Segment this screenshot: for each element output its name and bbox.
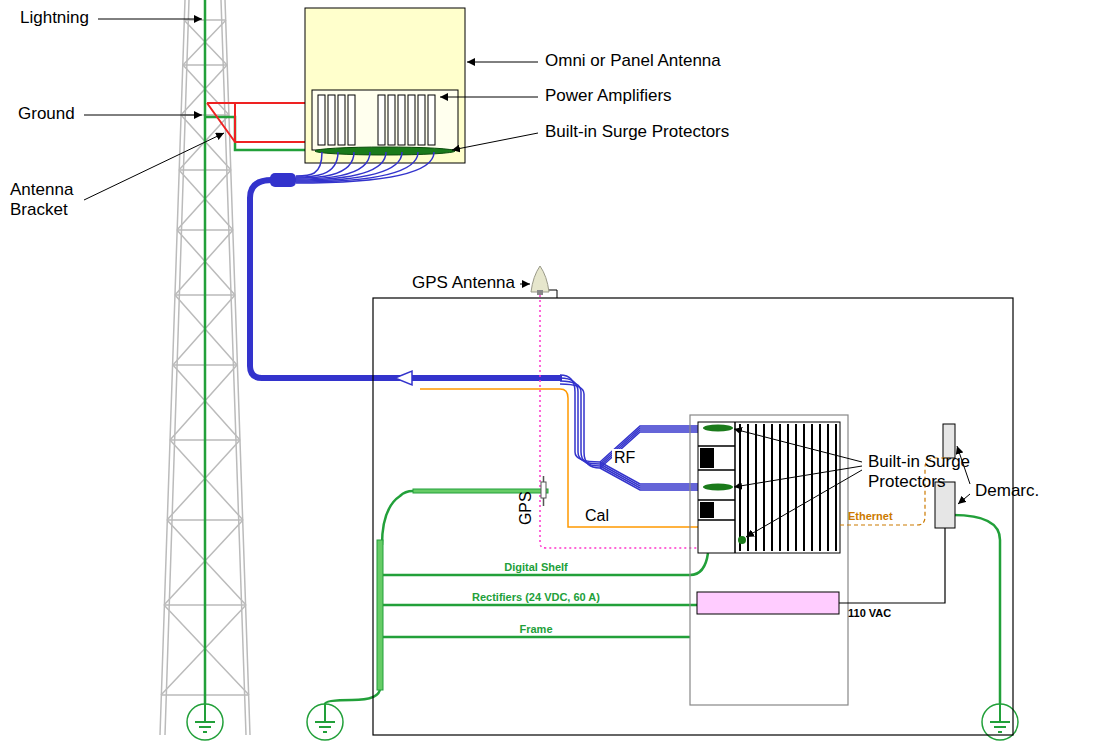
rf-feeder-cables-part-part xyxy=(296,152,418,182)
callout-leaders-part xyxy=(84,115,202,116)
rf-feeder-cables xyxy=(250,152,698,490)
ground-bus-bar-part xyxy=(543,476,545,506)
callout-label: Power Amplifiers xyxy=(545,86,672,106)
antenna-housing-part-part xyxy=(408,95,415,145)
ground-wiring xyxy=(205,0,1000,704)
antenna-housing-part-part xyxy=(398,95,405,145)
rf-feeder-cables-part-part xyxy=(296,152,338,177)
gps-antenna-icon-part xyxy=(537,290,543,295)
ground-wiring-part xyxy=(382,491,413,545)
ground-wire-label: Rectifiers (24 VDC, 60 A) xyxy=(472,591,600,604)
ground-wiring-part xyxy=(383,604,697,607)
base-station-rack xyxy=(690,415,848,705)
cable-label: 110 VAC xyxy=(848,607,891,620)
base-station-rack-part xyxy=(697,592,839,614)
gps-antenna-icon-part xyxy=(531,266,549,292)
antenna-housing-part-part xyxy=(388,95,395,145)
base-station-rack-part xyxy=(703,425,733,432)
rf-feeder-cables-part-part xyxy=(560,384,600,468)
rf-feeder-cables-part-part xyxy=(600,466,698,488)
base-station-rack-part xyxy=(703,484,733,491)
ground-wiring-part xyxy=(383,553,708,575)
callout-label: Demarc. xyxy=(975,481,1039,501)
base-station-rack-part xyxy=(700,502,714,518)
rf-feeder-cables-part xyxy=(270,173,296,187)
rf-feeder-cables-part-part xyxy=(600,432,698,468)
callout-leaders-part xyxy=(958,494,970,504)
callout-label: Lightning xyxy=(20,8,89,28)
callout-leaders-part xyxy=(734,429,862,462)
antenna-housing-part-part xyxy=(378,95,385,145)
signal-name: RF xyxy=(612,449,637,467)
base-station-rack-part xyxy=(738,536,746,544)
ground-symbol xyxy=(307,704,343,740)
ground-wire-label: Frame xyxy=(519,623,552,636)
signal-name: Cal xyxy=(585,507,609,525)
ground-wire-label: Digital Shelf xyxy=(504,561,568,574)
callout-leaders-part xyxy=(734,466,862,487)
ground-bus-bar-part xyxy=(541,482,546,498)
callout-leaders-part xyxy=(746,470,862,537)
ground-wiring-part xyxy=(204,0,207,704)
rf-feeder-cables-part-part xyxy=(296,152,322,176)
antenna-housing xyxy=(305,8,465,163)
equipment-shelter xyxy=(373,298,1013,735)
rf-feeder-cables-part-part xyxy=(296,152,386,180)
base-station-rack-part xyxy=(698,422,735,553)
antenna-housing-part-part xyxy=(318,95,325,145)
rf-feeder-cables-part-part xyxy=(600,468,698,490)
ground-bus-bar xyxy=(377,476,548,690)
rf-feeder-cables-part-part xyxy=(296,152,402,181)
antenna-housing-part xyxy=(305,8,465,163)
base-station-rack-part xyxy=(690,415,848,705)
signal-name: GPS xyxy=(517,491,535,525)
callout-leaders-part xyxy=(84,133,224,200)
ground-wiring-part xyxy=(953,515,1000,704)
antenna-housing-part-part xyxy=(338,95,345,145)
ground-bus-bar-part xyxy=(377,540,383,690)
antenna-housing-part-part xyxy=(418,95,425,145)
antenna-housing-part-part xyxy=(428,95,435,145)
antenna-bracket xyxy=(207,103,307,142)
callout-leaders-part xyxy=(520,284,530,285)
rf-feeder-cables-part-part xyxy=(296,152,434,183)
lattice-tower xyxy=(160,0,250,735)
callout-leaders-part xyxy=(98,19,202,20)
antenna-housing-part xyxy=(318,95,435,145)
callout-leaders xyxy=(84,19,970,537)
ac-power-cable xyxy=(839,528,945,603)
base-station-rack-part xyxy=(700,448,714,468)
lattice-tower-part xyxy=(160,0,250,735)
rf-feeder-cables-part xyxy=(395,371,412,385)
rf-feeder-cables-part-part xyxy=(560,381,600,466)
callout-label: GPS Antenna xyxy=(412,273,515,293)
gps-antenna-icon xyxy=(531,266,557,298)
callout-label: Omni or Panel Antenna xyxy=(545,51,721,71)
base-station-rack-part xyxy=(698,422,840,553)
ground-symbol xyxy=(187,704,223,740)
ground-wiring-part xyxy=(325,688,380,704)
callout-leaders-part xyxy=(452,133,538,150)
cable-label: Ethernet xyxy=(848,510,893,523)
rf-feeder-cables-part xyxy=(250,180,562,378)
callout-leaders-part xyxy=(467,62,538,63)
callout-leaders-part xyxy=(440,97,538,98)
callout-label: Antenna Bracket xyxy=(10,180,90,219)
ground-wiring-part xyxy=(383,636,690,639)
rf-feeder-cables-part xyxy=(296,152,434,183)
antenna-housing-part-part xyxy=(348,95,355,145)
callout-label: Ground xyxy=(18,104,75,124)
rf-feeder-cables-part xyxy=(560,375,698,490)
antenna-bracket-part xyxy=(207,103,307,142)
callout-label: Built-in Surge Protectors xyxy=(545,122,729,142)
antenna-housing-part xyxy=(312,90,458,150)
antenna-housing-part-part xyxy=(328,95,335,145)
